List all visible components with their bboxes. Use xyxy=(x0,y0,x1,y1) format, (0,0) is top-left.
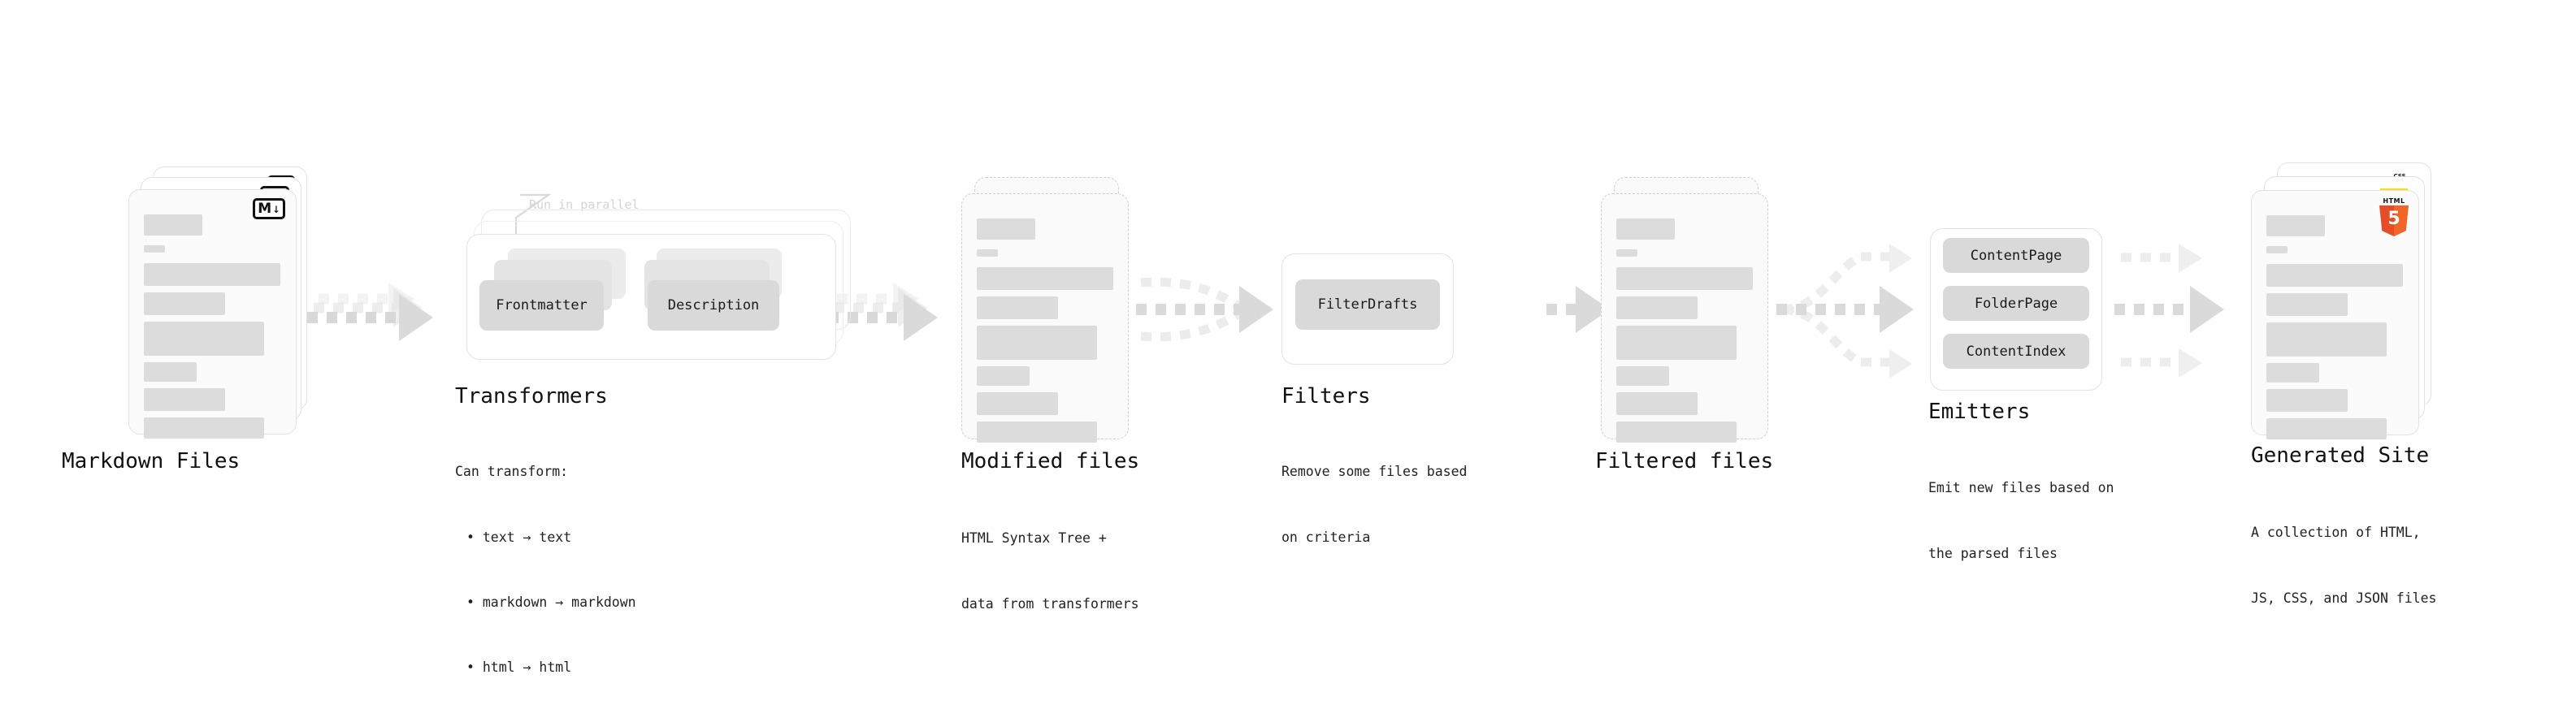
doc-content-bar xyxy=(2266,418,2387,439)
markdown-badge-letter: M xyxy=(258,200,272,217)
filtered-doc-front xyxy=(1601,193,1768,443)
modified-files-title: Modified files xyxy=(961,449,1140,473)
emitter-chip-contentindex[interactable]: ContentIndex xyxy=(1943,334,2089,369)
generated-site-title: Generated Site xyxy=(2251,443,2430,468)
markdown-badge: M ↓ xyxy=(253,198,285,219)
doc-content-bar xyxy=(977,296,1058,319)
transformers-desc-item-1: • markdown → markdown xyxy=(466,594,636,610)
transformers-desc-lead: Can transform: xyxy=(455,464,569,480)
emitter-chip-folderpage[interactable]: FolderPage xyxy=(1943,286,2089,321)
emitter-chip-folderpage-label: FolderPage xyxy=(1974,295,2058,312)
filter-chip-filterdrafts[interactable]: FilterDrafts xyxy=(1295,279,1440,330)
filters-title: Filters xyxy=(1281,384,1371,409)
doc-content-bar xyxy=(977,249,998,257)
doc-content-bar xyxy=(144,245,165,253)
doc-content-bar xyxy=(2266,322,2387,357)
run-in-parallel-note: Run in parallel xyxy=(529,197,640,212)
doc-content-bar xyxy=(1616,267,1753,290)
transformers-desc-item-0: • text → text xyxy=(466,529,572,545)
doc-content-bar xyxy=(977,366,1030,386)
html5-shield-number: 5 xyxy=(2387,208,2400,229)
filters-description: Remove some files based on criteria xyxy=(1281,418,1467,592)
arrow-emitters-to-generated xyxy=(2114,244,2224,378)
pipeline-diagram: .dash { stroke-dasharray: 13 11; stroke-… xyxy=(0,0,2576,681)
filtered-files-title: Filtered files xyxy=(1595,449,1774,473)
doc-content-bar xyxy=(144,292,225,315)
doc-content-bar xyxy=(977,392,1058,415)
html5-badge: HTML 5 xyxy=(2379,197,2409,236)
arrow-filtered-to-emitters xyxy=(1776,244,1914,378)
transformer-chip-description-label: Description xyxy=(667,297,760,313)
emitter-chip-contentpage-label: ContentPage xyxy=(1970,247,2062,264)
doc-content-bar xyxy=(1616,296,1698,319)
doc-content-bar xyxy=(2266,363,2319,383)
markdown-files-title: Markdown Files xyxy=(62,449,241,473)
markdown-files-stack: M ↓ M ↓ M ↓ xyxy=(128,166,315,439)
doc-content-bar xyxy=(144,388,225,411)
doc-content-bar xyxy=(144,214,202,236)
doc-content-bar xyxy=(977,422,1097,443)
emitters-desc-line-0: Emit new files based on xyxy=(1928,480,2114,496)
doc-content-bar xyxy=(1616,392,1698,415)
doc-content-bar xyxy=(1616,218,1675,240)
filter-chip-filterdrafts-label: FilterDrafts xyxy=(1317,296,1418,313)
generated-site-stack: CSS HTML 5 xyxy=(2251,162,2446,439)
emitters-desc-line-1: the parsed files xyxy=(1928,545,2058,561)
doc-content-bar xyxy=(144,263,280,286)
modified-doc-content xyxy=(962,194,1128,443)
markdown-doc-content xyxy=(129,190,296,439)
generated-desc-line-1: JS, CSS, and JSON files xyxy=(2251,590,2437,606)
doc-content-bar xyxy=(2266,293,2348,316)
arrow-modified-to-filters xyxy=(1136,277,1273,342)
emitters-title: Emitters xyxy=(1928,400,2031,424)
generated-desc-line-0: A collection of HTML, xyxy=(2251,525,2421,541)
html5-shield-icon: 5 xyxy=(2379,205,2409,236)
transformers-title: Transformers xyxy=(455,384,608,409)
doc-content-bar xyxy=(1616,422,1737,443)
doc-content-bar xyxy=(2266,246,2288,253)
doc-content-bar xyxy=(1616,326,1737,360)
filters-desc-line-0: Remove some files based xyxy=(1281,464,1468,480)
doc-content-bar xyxy=(977,218,1035,240)
doc-content-bar xyxy=(977,267,1113,290)
modified-desc-line-0: HTML Syntax Tree + xyxy=(961,530,1107,547)
emitter-chip-contentpage[interactable]: ContentPage xyxy=(1943,238,2089,273)
modified-desc-line-1: data from transformers xyxy=(961,595,1139,612)
emitters-description: Emit new files based on the parsed files xyxy=(1928,434,2114,608)
doc-content-bar xyxy=(977,326,1097,360)
arrow-markdown-to-transformers xyxy=(307,283,433,341)
transformer-chip-description[interactable]: Description xyxy=(648,280,779,331)
filters-desc-line-1: on criteria xyxy=(1281,529,1371,545)
modified-files-stack xyxy=(961,177,1148,443)
markdown-doc-front: M ↓ xyxy=(128,189,297,439)
html5-badge-caption: HTML xyxy=(2383,197,2405,205)
doc-content-bar xyxy=(2266,215,2325,236)
filtered-files-stack xyxy=(1601,177,1788,443)
emitter-chip-contentindex-label: ContentIndex xyxy=(1966,343,2066,360)
modified-files-description: HTML Syntax Tree + data from transformer… xyxy=(961,485,1139,659)
doc-content-bar xyxy=(2266,389,2348,412)
doc-content-bar xyxy=(1616,249,1637,257)
markdown-badge-arrow-icon: ↓ xyxy=(272,201,280,216)
transformers-description: Can transform: • text → text • markdown … xyxy=(455,418,636,722)
filtered-doc-content xyxy=(1602,194,1767,443)
generated-site-description: A collection of HTML, JS, CSS, and JSON … xyxy=(2251,479,2436,653)
generated-doc-content xyxy=(2252,191,2418,439)
doc-content-bar xyxy=(2266,264,2403,287)
transformer-chip-frontmatter-label: Frontmatter xyxy=(496,297,588,313)
modified-doc-front xyxy=(961,193,1129,443)
doc-content-bar xyxy=(144,362,197,382)
doc-content-bar xyxy=(1616,366,1669,386)
transformer-chip-frontmatter[interactable]: Frontmatter xyxy=(479,280,604,331)
transformers-desc-item-2: • html → html xyxy=(466,659,572,675)
doc-content-bar xyxy=(144,417,264,439)
doc-content-bar xyxy=(144,322,264,356)
generated-doc-html: HTML 5 xyxy=(2251,190,2419,439)
